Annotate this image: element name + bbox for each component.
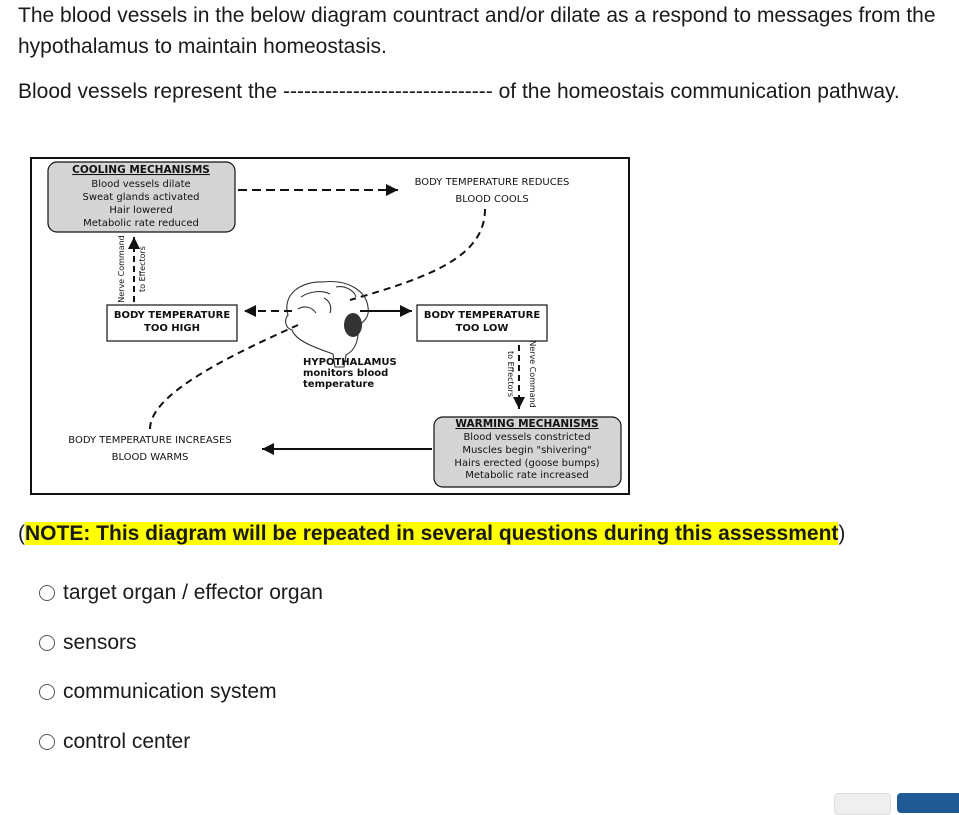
too-high-line: TOO HIGH: [144, 323, 200, 334]
cooling-line: Sweat glands activated: [82, 192, 199, 203]
answer-option-label: communication system: [63, 680, 277, 703]
homeostasis-diagram: COOLING MECHANISMS Blood vessels dilate …: [30, 157, 630, 495]
cooling-line: Metabolic rate reduced: [83, 218, 199, 229]
too-low-box: BODY TEMPERATURE TOO LOW: [416, 304, 548, 342]
warming-line: Muscles begin "shivering": [462, 445, 591, 456]
prompt-after: of the homeostais communication pathway.: [492, 80, 900, 103]
arrow-increases-to-brain: [149, 324, 299, 430]
reduces-line: BLOOD COOLS: [455, 194, 528, 205]
warming-line: Metabolic rate increased: [465, 470, 589, 481]
answer-option[interactable]: sensors: [39, 627, 323, 659]
warming-title: WARMING MECHANISMS: [455, 418, 598, 430]
answer-option[interactable]: control center: [39, 726, 323, 758]
increases-line: BODY TEMPERATURE INCREASES: [68, 435, 231, 446]
radio-button[interactable]: [39, 634, 55, 651]
cooling-line: Blood vessels dilate: [91, 179, 190, 190]
note-highlight: NOTE: This diagram will be repeated in s…: [25, 522, 839, 545]
nerve-right-label: to Effectors: [506, 351, 515, 397]
hypothalamus-line: HYPOTHALAMUS: [303, 357, 397, 368]
reduces-line: BODY TEMPERATURE REDUCES: [415, 177, 570, 188]
previous-button[interactable]: [834, 793, 891, 815]
answer-option[interactable]: communication system: [39, 676, 323, 708]
radio-button[interactable]: [39, 733, 55, 750]
nerve-left-label: to Effectors: [138, 246, 147, 292]
question-prompt: Blood vessels represent the ------------…: [18, 76, 948, 107]
nerve-right-label: Nerve Command: [528, 340, 537, 408]
brain-illustration: [285, 281, 369, 368]
assessment-note: (NOTE: This diagram will be repeated in …: [18, 519, 845, 549]
cooling-line: Hair lowered: [109, 205, 172, 216]
answer-option[interactable]: target organ / effector organ: [39, 577, 323, 609]
hypothalamus-line: monitors blood: [303, 368, 388, 379]
warming-line: Blood vessels constricted: [463, 432, 590, 443]
too-high-line: BODY TEMPERATURE: [114, 310, 230, 321]
note-close: ): [838, 522, 846, 545]
warming-line: Hairs erected (goose bumps): [454, 458, 599, 469]
nerve-left-label: Nerve Command: [117, 235, 126, 303]
cooling-mechanisms-box: COOLING MECHANISMS Blood vessels dilate …: [47, 161, 236, 233]
too-low-line: BODY TEMPERATURE: [424, 310, 540, 321]
answer-option-label: sensors: [63, 630, 137, 654]
prompt-blank: ------------------------------: [282, 80, 493, 103]
cooling-title: COOLING MECHANISMS: [72, 164, 210, 176]
answer-option-label: target organ / effector organ: [63, 581, 323, 604]
answer-option-label: control center: [63, 729, 191, 753]
increases-line: BLOOD WARMS: [112, 452, 189, 463]
arrow-reduces-to-brain: [349, 208, 486, 301]
note-open: (: [18, 522, 25, 545]
answer-options: target organ / effector organ sensors co…: [39, 577, 323, 775]
radio-button[interactable]: [39, 684, 55, 700]
too-low-line: TOO LOW: [456, 323, 509, 334]
too-high-box: BODY TEMPERATURE TOO HIGH: [106, 304, 238, 342]
question-intro: The blood vessels in the below diagram c…: [18, 4, 936, 58]
hypothalamus-line: temperature: [303, 379, 374, 390]
radio-button[interactable]: [39, 585, 55, 601]
next-button[interactable]: [897, 793, 959, 813]
prompt-before: Blood vessels represent the: [18, 80, 283, 103]
warming-mechanisms-box: WARMING MECHANISMS Blood vessels constri…: [433, 416, 622, 488]
